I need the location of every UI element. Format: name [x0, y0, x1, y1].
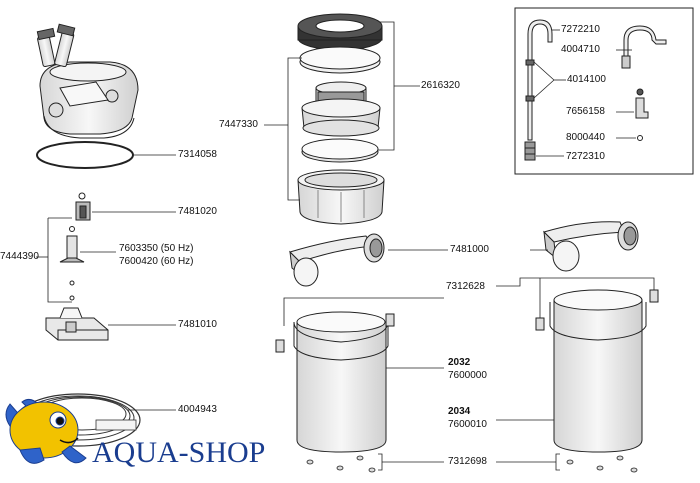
label-2616320: 2616320	[421, 80, 460, 91]
pump-head-part	[36, 23, 139, 139]
label-7656158: 7656158	[566, 106, 605, 117]
intake-pipe-part	[524, 19, 553, 161]
label-7600010: 7600010	[448, 419, 487, 430]
label-7481020: 7481020	[178, 206, 217, 217]
label-7314058: 7314058	[178, 149, 217, 160]
filter-disc-part	[299, 46, 381, 74]
label-7447330: 7447330	[219, 119, 258, 130]
label-2032: 2032	[448, 357, 471, 368]
outlet-pipe-part	[621, 25, 667, 141]
label-2034: 2034	[448, 406, 471, 417]
feet-part	[306, 455, 638, 473]
impeller-shaft-part	[59, 226, 85, 301]
seal-ring-part	[36, 141, 134, 169]
label-8000440: 8000440	[566, 132, 605, 143]
white-pad-part	[301, 138, 379, 163]
label-4004943: 4004943	[178, 404, 217, 415]
foam-ring-part	[297, 13, 383, 51]
accessory-box	[514, 7, 694, 175]
canister-2032-part	[275, 311, 395, 453]
label-7312698: 7312698	[448, 456, 487, 467]
fish-logo-icon	[5, 398, 87, 464]
label-7600420: 7600420 (60 Hz)	[119, 256, 194, 267]
upper-basket-part	[301, 81, 381, 137]
label-4014100: 4014100	[567, 74, 606, 85]
lower-basket-part	[297, 169, 385, 225]
handle-right-part	[543, 221, 639, 272]
label-7272210: 7272210	[561, 24, 600, 35]
label-7444390: 7444390	[0, 251, 39, 262]
label-4004710: 4004710	[561, 44, 600, 55]
impeller-cover-part	[45, 307, 109, 341]
label-7312628: 7312628	[446, 281, 485, 292]
label-7603350: 7603350 (50 Hz)	[119, 243, 194, 254]
brand-logo-text: AQUA-SHOP	[92, 436, 266, 469]
label-7481000: 7481000	[450, 244, 489, 255]
impeller-part	[75, 192, 91, 221]
label-7481010: 7481010	[178, 319, 217, 330]
handle-left-part	[289, 233, 385, 287]
label-7272310: 7272310	[566, 151, 605, 162]
canister-2034-part	[535, 289, 659, 453]
label-7600000: 7600000	[448, 370, 487, 381]
